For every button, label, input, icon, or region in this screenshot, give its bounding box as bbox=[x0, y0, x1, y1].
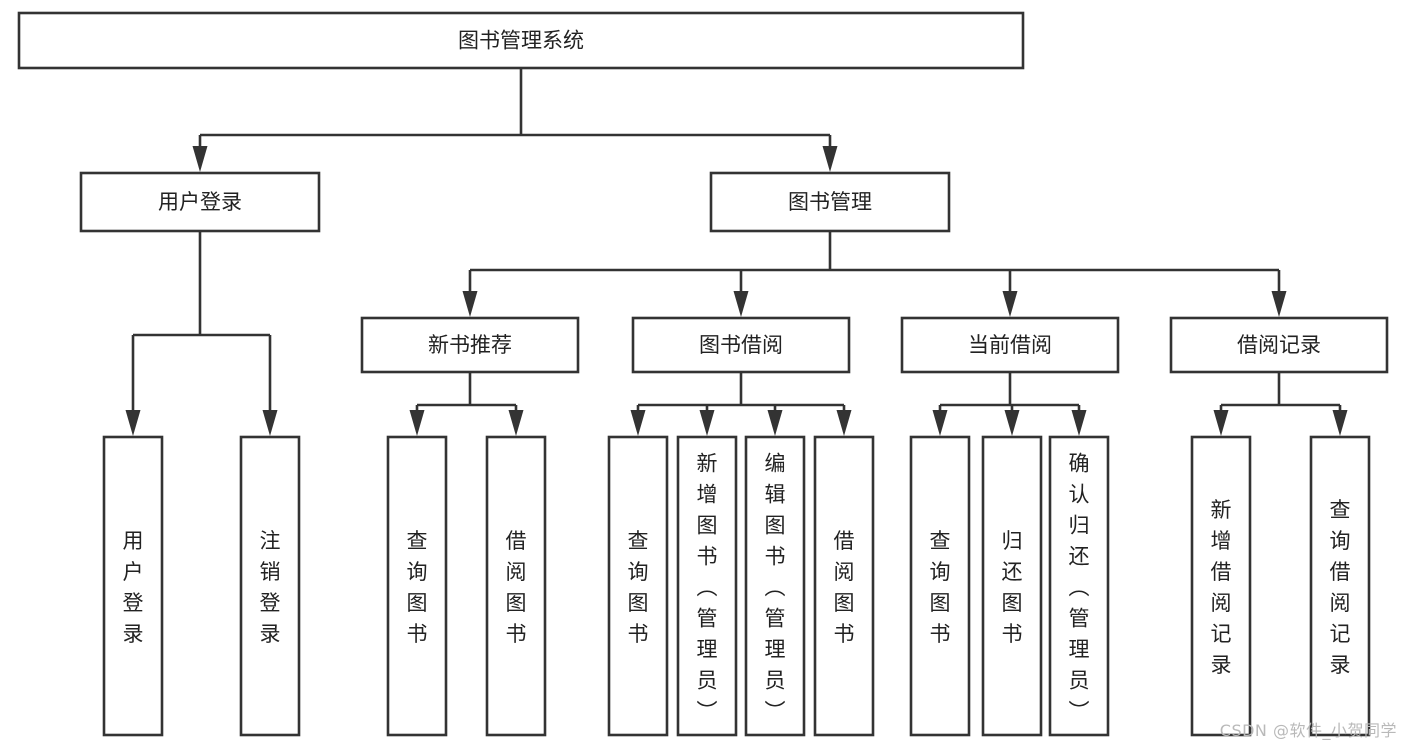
connector-group-book-borrow bbox=[630, 372, 852, 436]
node-box-user-login bbox=[79, 171, 321, 233]
node-label-leaf-query-record: 查询借阅记录 bbox=[1330, 498, 1351, 677]
node-box-leaf-return-book bbox=[981, 435, 1043, 737]
connector-group-user-login bbox=[125, 231, 278, 436]
node-box-leaf-logout bbox=[239, 435, 301, 737]
node-label-leaf-return-book: 归还图书 bbox=[1002, 529, 1023, 646]
node-book-manage[interactable]: 图书管理 bbox=[709, 171, 951, 233]
node-leaf-confirm-return[interactable]: 确认归还︵管理员︶ bbox=[1048, 435, 1110, 737]
connector-group-book-manage bbox=[462, 231, 1287, 317]
node-box-leaf-confirm-return bbox=[1048, 435, 1110, 737]
node-leaf-logout[interactable]: 注销登录 bbox=[239, 435, 301, 737]
node-box-new-book-rec bbox=[360, 316, 580, 374]
node-leaf-add-record[interactable]: 新增借阅记录 bbox=[1190, 435, 1252, 737]
node-leaf-query-book-3[interactable]: 查询图书 bbox=[909, 435, 971, 737]
node-label-borrow-record: 借阅记录 bbox=[1237, 333, 1321, 357]
node-user-login[interactable]: 用户登录 bbox=[79, 171, 321, 233]
node-label-new-book-rec: 新书推荐 bbox=[428, 333, 512, 357]
connector-group-new-book-rec bbox=[409, 372, 524, 436]
node-label-current-borrow: 当前借阅 bbox=[968, 333, 1052, 357]
node-box-leaf-borrow-book-1 bbox=[485, 435, 547, 737]
node-new-book-rec[interactable]: 新书推荐 bbox=[360, 316, 580, 374]
node-box-root bbox=[17, 11, 1025, 70]
node-box-leaf-add-record bbox=[1190, 435, 1252, 737]
node-box-current-borrow bbox=[900, 316, 1120, 374]
node-layer: 图书管理系统用户登录图书管理新书推荐图书借阅当前借阅借阅记录用户登录注销登录查询… bbox=[17, 11, 1389, 737]
node-leaf-edit-book[interactable]: 编辑图书︵管理员︶ bbox=[744, 435, 806, 737]
node-leaf-borrow-book-2[interactable]: 借阅图书 bbox=[813, 435, 875, 737]
node-label-leaf-add-book: 新增图书︵管理员︶ bbox=[697, 452, 718, 724]
node-box-leaf-add-book bbox=[676, 435, 738, 737]
node-label-leaf-query-book-3: 查询图书 bbox=[930, 529, 951, 646]
node-label-leaf-borrow-book-1: 借阅图书 bbox=[506, 529, 527, 646]
node-label-leaf-user-login: 用户登录 bbox=[123, 529, 144, 646]
node-box-leaf-edit-book bbox=[744, 435, 806, 737]
node-box-leaf-query-book-1 bbox=[386, 435, 448, 737]
node-label-leaf-borrow-book-2: 借阅图书 bbox=[834, 529, 855, 646]
node-leaf-query-book-1[interactable]: 查询图书 bbox=[386, 435, 448, 737]
connector-layer bbox=[125, 68, 1348, 436]
node-label-user-login: 用户登录 bbox=[158, 190, 242, 214]
node-box-borrow-record bbox=[1169, 316, 1389, 374]
connector-group-borrow-record bbox=[1213, 372, 1348, 436]
node-label-leaf-logout: 注销登录 bbox=[260, 529, 281, 646]
node-leaf-borrow-book-1[interactable]: 借阅图书 bbox=[485, 435, 547, 737]
node-label-leaf-confirm-return: 确认归还︵管理员︶ bbox=[1069, 452, 1090, 724]
node-box-leaf-borrow-book-2 bbox=[813, 435, 875, 737]
node-label-leaf-query-book-1: 查询图书 bbox=[407, 529, 428, 646]
node-leaf-return-book[interactable]: 归还图书 bbox=[981, 435, 1043, 737]
node-leaf-query-record[interactable]: 查询借阅记录 bbox=[1309, 435, 1371, 737]
node-box-leaf-query-book-2 bbox=[607, 435, 669, 737]
node-label-root: 图书管理系统 bbox=[458, 29, 584, 53]
node-current-borrow[interactable]: 当前借阅 bbox=[900, 316, 1120, 374]
node-label-leaf-edit-book: 编辑图书︵管理员︶ bbox=[765, 452, 786, 724]
node-box-leaf-user-login bbox=[102, 435, 164, 737]
node-borrow-record[interactable]: 借阅记录 bbox=[1169, 316, 1389, 374]
node-box-book-borrow bbox=[631, 316, 851, 374]
node-leaf-query-book-2[interactable]: 查询图书 bbox=[607, 435, 669, 737]
connector-group-root bbox=[192, 68, 838, 172]
node-label-book-borrow: 图书借阅 bbox=[699, 333, 783, 357]
node-box-book-manage bbox=[709, 171, 951, 233]
node-label-book-manage: 图书管理 bbox=[788, 190, 872, 214]
node-root[interactable]: 图书管理系统 bbox=[17, 11, 1025, 70]
node-leaf-add-book[interactable]: 新增图书︵管理员︶ bbox=[676, 435, 738, 737]
connector-group-current-borrow bbox=[932, 372, 1087, 436]
node-box-leaf-query-book-3 bbox=[909, 435, 971, 737]
node-book-borrow[interactable]: 图书借阅 bbox=[631, 316, 851, 374]
node-box-leaf-query-record bbox=[1309, 435, 1371, 737]
node-leaf-user-login[interactable]: 用户登录 bbox=[102, 435, 164, 737]
node-label-leaf-query-book-2: 查询图书 bbox=[628, 529, 649, 646]
node-label-leaf-add-record: 新增借阅记录 bbox=[1211, 498, 1232, 677]
